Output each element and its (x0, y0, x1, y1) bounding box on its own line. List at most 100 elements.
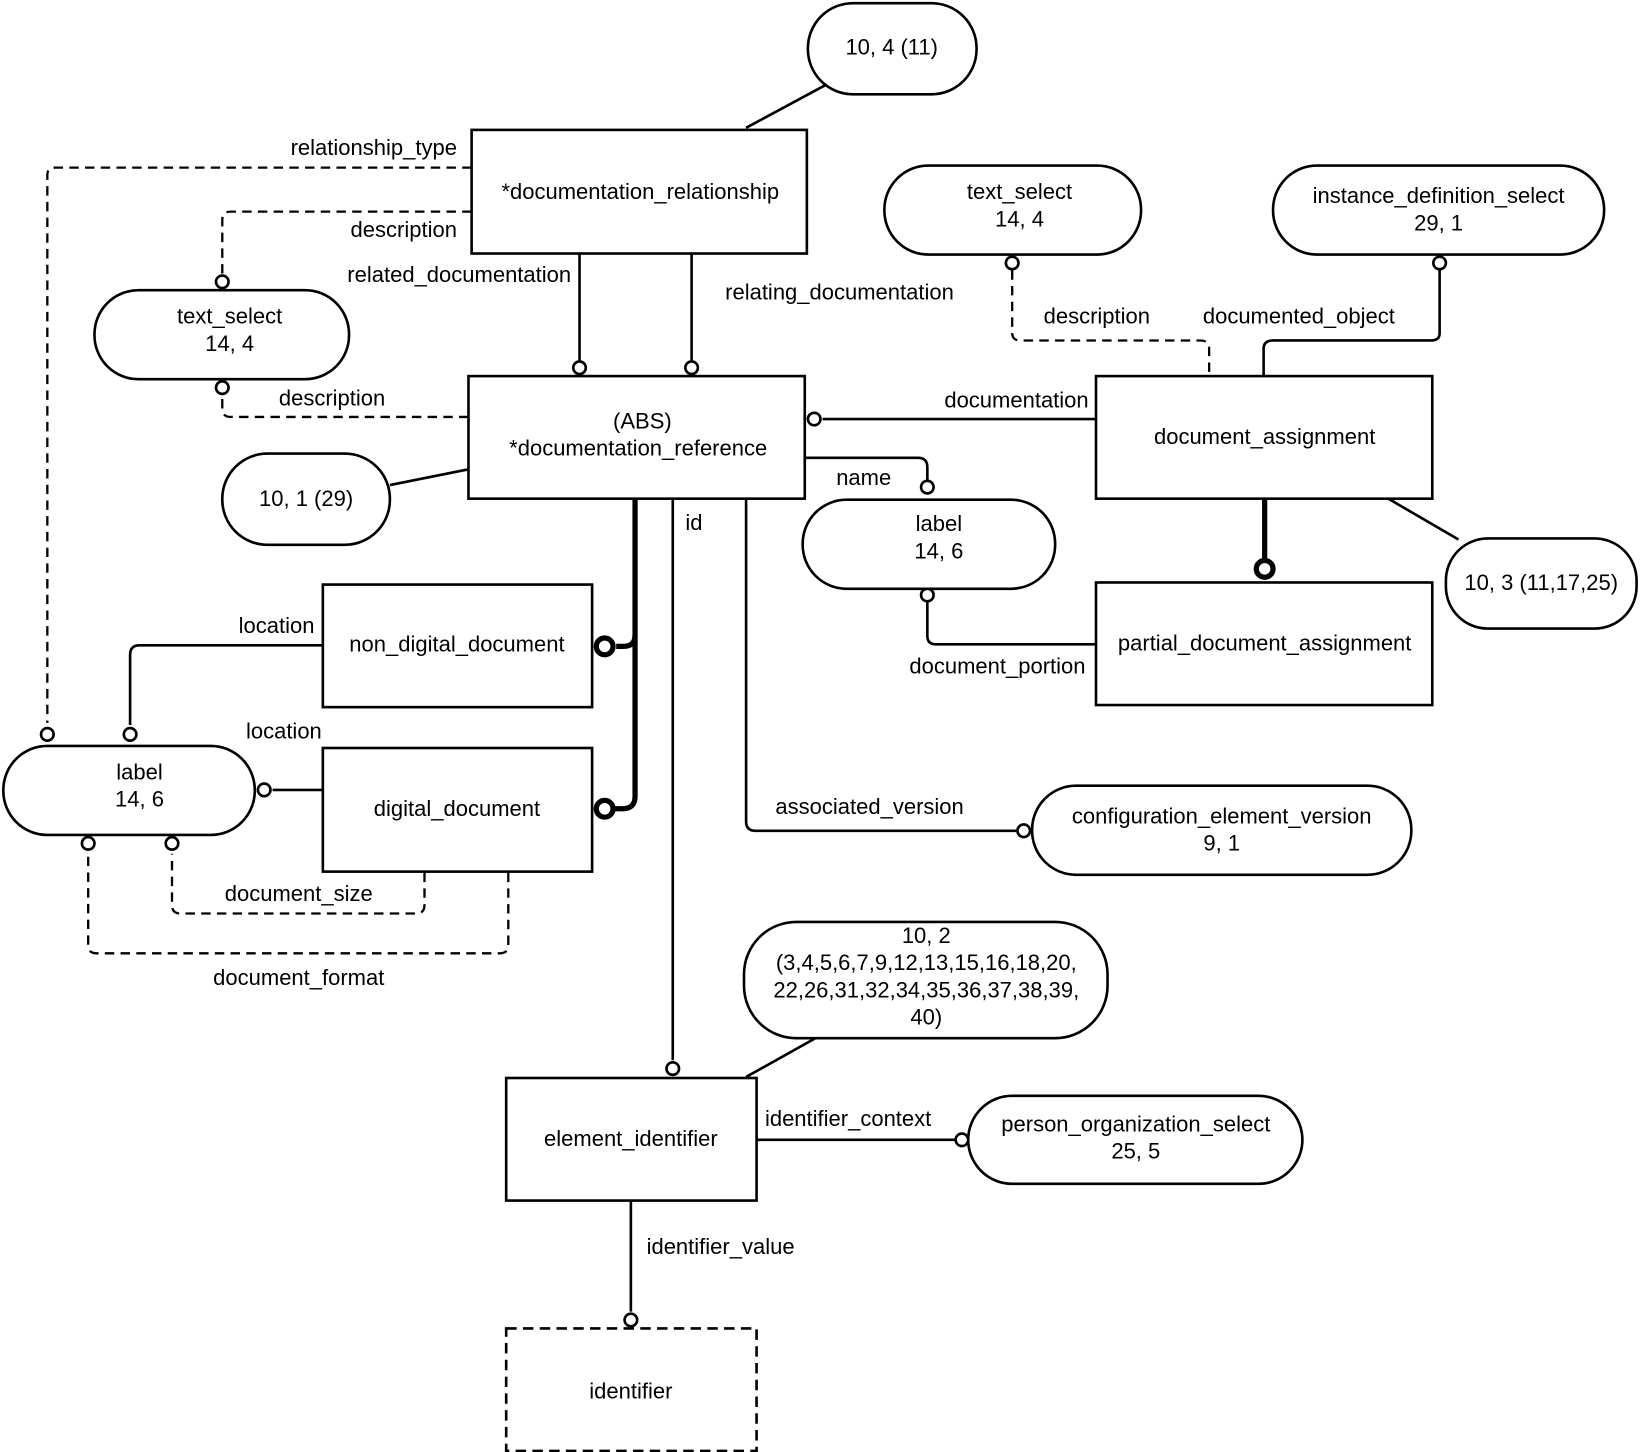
relationship-end-circle (214, 380, 230, 396)
attr-location: location (239, 613, 315, 638)
subtype-end-circle (593, 635, 616, 658)
type-person-organization-select[interactable]: person_organization_select 25, 5 (966, 1094, 1304, 1186)
name-line (804, 456, 929, 480)
type-ref: 14, 6 (115, 787, 164, 812)
subtype-line-reference (614, 498, 638, 812)
entity-label: identifier (589, 1379, 672, 1404)
type-ref: 25, 5 (1111, 1139, 1160, 1164)
page-ref-10-3[interactable]: 10, 3 (11,17,25) (1444, 537, 1638, 630)
description-assign-line (1011, 270, 1211, 376)
location-nondigital-line (128, 644, 323, 725)
type-ref: 29, 1 (1414, 210, 1463, 235)
relationship-end-circle (684, 360, 700, 376)
type-name: text_select (177, 304, 282, 329)
page-ref-line: 22,26,31,32,34,35,36,37,38,39, (773, 977, 1079, 1002)
ref-10-1-connector (389, 468, 469, 487)
relationship-end-circle (80, 835, 96, 851)
relationship-end-circle (1004, 255, 1020, 271)
entity-identifier[interactable]: identifier (504, 1327, 758, 1452)
relationship-end-circle (919, 587, 935, 603)
associated-version-line (744, 498, 1017, 833)
ref-10-3-connector (1387, 497, 1460, 541)
type-name: instance_definition_select (1313, 183, 1565, 208)
entity-label: non_digital_document (349, 632, 564, 657)
page-ref-label: 10, 4 (11) (845, 34, 938, 59)
page-ref-label: 10, 1 (29) (259, 486, 353, 511)
relationship-type-line (46, 166, 472, 723)
relationship-end-circle (623, 1312, 639, 1328)
type-ref: 14, 6 (914, 538, 963, 563)
relationship-end-circle (665, 1060, 681, 1077)
entity-non-digital-document[interactable]: non_digital_document (321, 583, 594, 709)
relationship-end-circle (39, 726, 55, 742)
relationship-end-circle (806, 411, 822, 427)
page-ref-line: (3,4,5,6,7,9,12,13,15,16,18,20, (776, 950, 1077, 975)
attr-document-portion: document_portion (909, 654, 1085, 679)
document-size-line (170, 853, 426, 915)
document-portion-line (926, 602, 1096, 646)
relationship-end-circle (214, 274, 230, 290)
entity-document-assignment[interactable]: document_assignment (1094, 374, 1434, 500)
relationship-end-circle (571, 360, 588, 376)
entity-partial-document-assignment[interactable]: partial_document_assignment (1094, 581, 1434, 707)
type-label-mid[interactable]: label 14, 6 (801, 498, 1057, 591)
entity-label: *documentation_relationship (501, 179, 779, 204)
attr-description: description (1044, 304, 1150, 329)
description-ref-line (221, 393, 469, 419)
relationship-end-circle (122, 726, 138, 742)
subtype-end-circle (1253, 557, 1276, 580)
page-ref-10-2[interactable]: 10, 2 (3,4,5,6,7,9,12,13,15,16,18,20, 22… (742, 920, 1109, 1040)
type-name: label (916, 511, 962, 536)
page-ref-line: 40) (910, 1005, 942, 1030)
attr-document-size: document_size (225, 881, 373, 906)
relationship-end-circle (1016, 823, 1032, 839)
subtype-end-circle (593, 797, 616, 820)
attr-document-format: document_format (213, 965, 384, 990)
relationship-end-circle (256, 782, 272, 798)
entity-element-identifier[interactable]: element_identifier (504, 1076, 758, 1202)
entity-documentation-relationship[interactable]: *documentation_relationship (470, 128, 809, 255)
entity-label: element_identifier (544, 1126, 718, 1151)
type-label-left[interactable]: label 14, 6 (2, 744, 257, 837)
type-configuration-element-version[interactable]: configuration_element_version 9, 1 (1030, 784, 1413, 877)
abstract-marker: (ABS) (613, 408, 672, 433)
type-instance-definition-select[interactable]: instance_definition_select 29, 1 (1271, 164, 1606, 256)
entity-label: *documentation_reference (509, 436, 767, 461)
attr-documented-object: documented_object (1203, 304, 1395, 329)
ref-10-4-connector (745, 82, 829, 129)
type-name: text_select (967, 179, 1072, 204)
entity-documentation-reference[interactable]: (ABS) *documentation_reference (467, 374, 807, 500)
attr-identifier-context: identifier_context (765, 1106, 931, 1131)
attr-identifier-value: identifier_value (647, 1234, 795, 1259)
type-text-select-left[interactable]: text_select 14, 4 (93, 288, 351, 381)
page-ref-10-1[interactable]: 10, 1 (29) (220, 452, 392, 547)
attr-associated-version: associated_version (775, 794, 963, 819)
attr-relationship-type: relationship_type (291, 135, 457, 160)
description-rel-line (221, 210, 472, 275)
type-name: label (116, 759, 162, 784)
subtype-branch-nondigital (616, 634, 638, 649)
attr-documentation: documentation (944, 388, 1088, 413)
attr-id: id (685, 510, 702, 535)
attr-name: name (836, 465, 891, 490)
relationship-end-circle (954, 1132, 970, 1148)
page-ref-label: 10, 3 (11,17,25) (1464, 570, 1618, 595)
type-ref: 9, 1 (1203, 831, 1240, 856)
relationship-end-circle (919, 479, 935, 495)
type-text-select-right[interactable]: text_select 14, 4 (883, 164, 1143, 256)
type-name: configuration_element_version (1072, 803, 1372, 828)
documented-object-line (1262, 270, 1441, 376)
attr-location: location (246, 719, 322, 744)
relationship-end-circle (1432, 255, 1448, 271)
page-ref-10-4[interactable]: 10, 4 (11) (806, 1, 978, 96)
type-ref: 14, 4 (995, 206, 1044, 231)
attr-related-documentation: related_documentation (347, 262, 571, 287)
entity-label: document_assignment (1154, 424, 1375, 449)
relationship-end-circle (164, 835, 180, 851)
ref-10-2-connector (745, 1035, 818, 1079)
entity-digital-document[interactable]: digital_document (321, 746, 594, 873)
page-ref-line: 10, 2 (902, 923, 951, 948)
type-ref: 14, 4 (205, 331, 254, 356)
type-name: person_organization_select (1001, 1111, 1270, 1136)
